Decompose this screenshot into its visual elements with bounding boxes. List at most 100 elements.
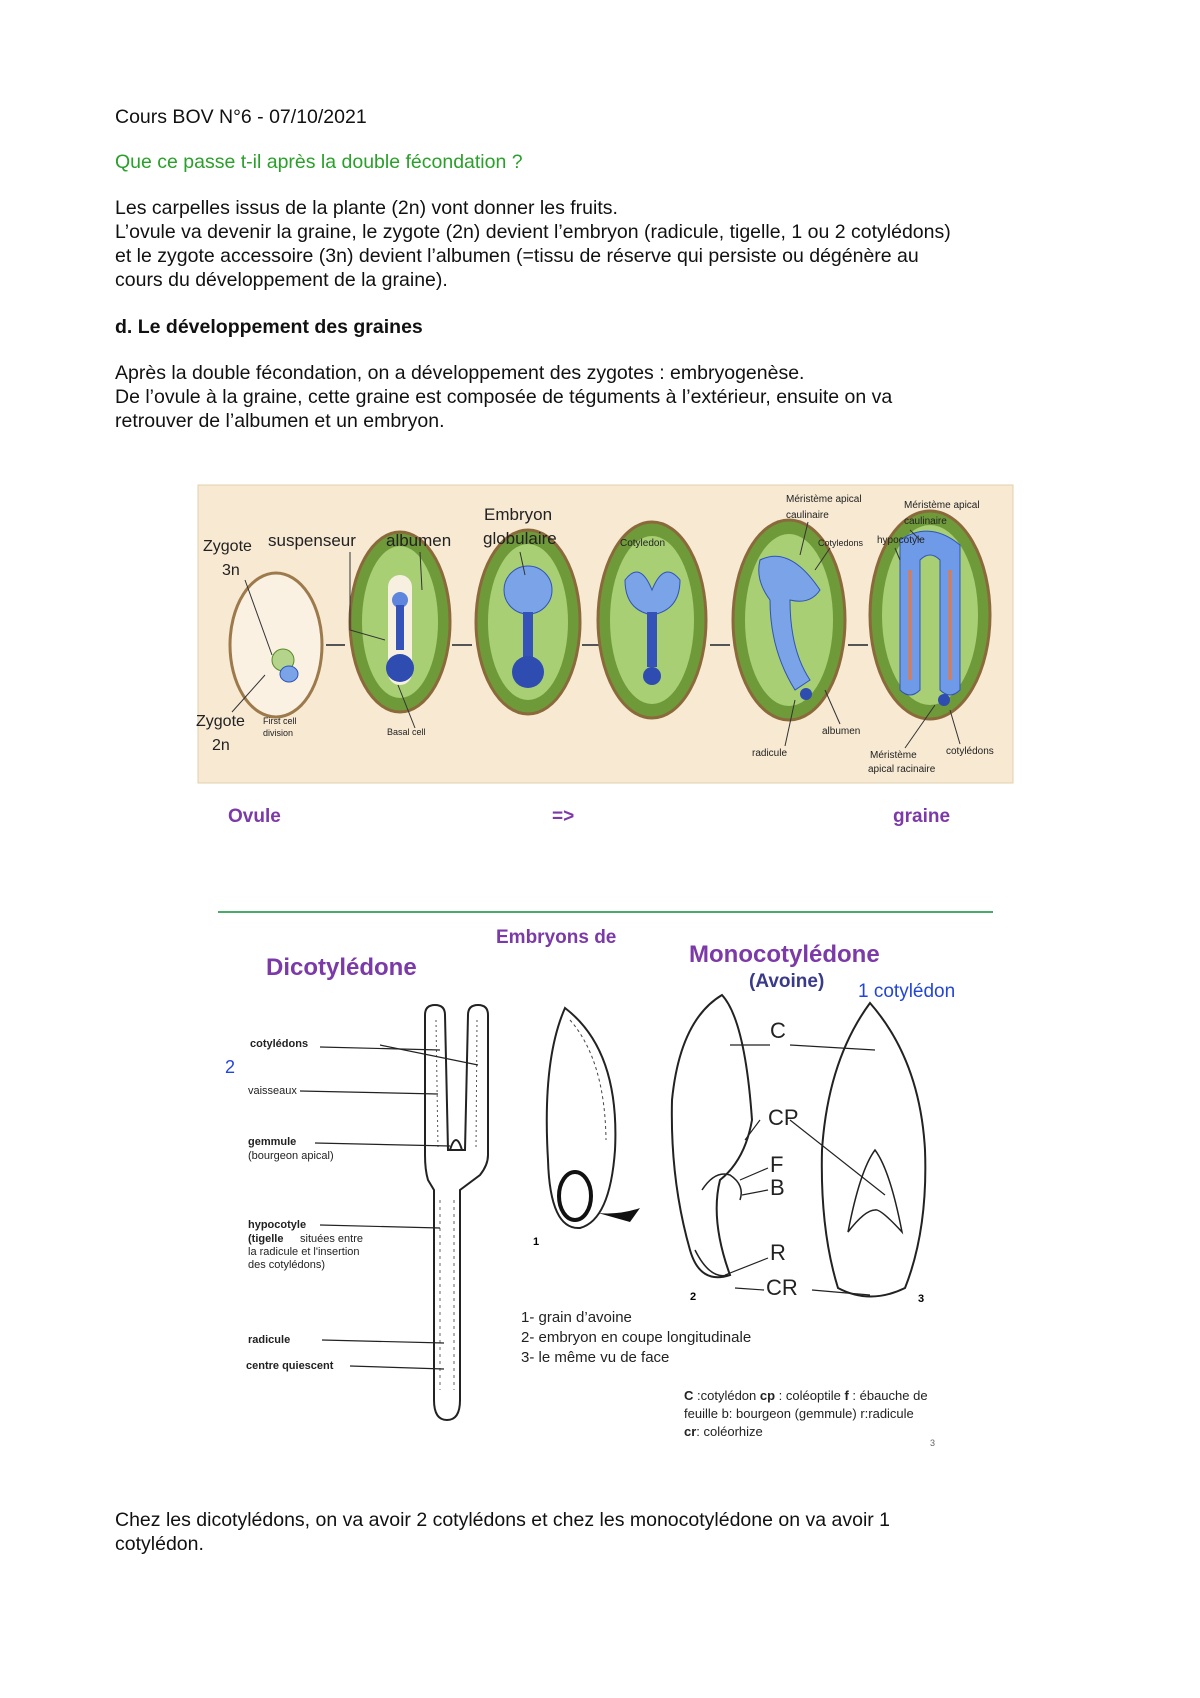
section-line-2: De l’ovule à la graine, cette graine est… (115, 386, 893, 408)
basal-cell (938, 694, 950, 706)
label-tigelle-c: des cotylédons) (248, 1259, 325, 1271)
label-zygote-3n-a: Zygote (203, 538, 252, 555)
abbrev-c: C (684, 1388, 694, 1403)
caption-arrow: => (552, 806, 574, 827)
label-cotyledons: cotylédons (250, 1038, 308, 1050)
zygote-cell (279, 665, 299, 683)
basal-cell (512, 656, 544, 688)
abbrev-line-3: cr: coléorhize (684, 1424, 763, 1439)
oat-section (670, 993, 754, 1279)
grain-arrow (598, 1208, 640, 1222)
oat-grain (545, 1006, 617, 1230)
dicot-embryo-outline (424, 1003, 489, 1422)
oat-front-view (820, 1001, 927, 1298)
label-first-cell-a: First cell (263, 716, 297, 726)
embryogenesis-figure: Zygote 3n suspenseur albumen Embryon glo… (196, 484, 1014, 827)
label-meristeme-caul-2-b: caulinaire (904, 516, 947, 527)
label-zygote-2n-a: Zygote (196, 713, 245, 730)
section-heading: d. Le développement des graines (115, 316, 423, 338)
figure-page-number: 3 (930, 1438, 935, 1448)
label-meristeme-rac-b: apical racinaire (868, 764, 936, 775)
label-c: C (770, 1018, 786, 1043)
basal-cell (386, 654, 414, 682)
abbrev-cr: cr (684, 1424, 696, 1439)
abbrev-f: f (844, 1388, 849, 1403)
coleoptile-shape (847, 1148, 904, 1235)
title-dicotyledone: Dicotylédone (266, 954, 417, 981)
label-hypocotyle-2: hypocotyle (248, 1219, 306, 1231)
label-meristeme-caul-2-a: Méristème apical (904, 500, 980, 511)
suspensor (523, 612, 533, 657)
label-cotyledons-2: cotylédons (946, 746, 994, 757)
basal-cell (643, 667, 661, 685)
abbrev-c-def: :cotylédon (693, 1388, 760, 1403)
seed-stage-1 (228, 571, 324, 719)
question: Que ce passe t-il après la double fécond… (115, 151, 523, 173)
intro-line-2: L’ovule va devenir la graine, le zygote … (115, 221, 951, 243)
label-gemmule-sub: (bourgeon apical) (248, 1150, 334, 1162)
grain-texture (569, 1019, 607, 1141)
label-f: F (770, 1152, 783, 1177)
basal-cell (800, 688, 812, 700)
heart-embryo (624, 571, 681, 616)
label-cp: CP (768, 1105, 799, 1130)
label-one-cotyledon: 1 cotylédon (858, 981, 955, 1002)
label-embryon-b: globulaire (483, 529, 557, 548)
label-meristeme-caul-1-a: Méristème apical (786, 494, 862, 505)
abbrev-cr-def: : coléorhize (696, 1424, 762, 1439)
suspensor (396, 605, 404, 650)
label-first-cell-b: division (263, 728, 293, 738)
label-albumen-2: albumen (822, 726, 860, 737)
label-num-1: 1 (533, 1236, 539, 1248)
leaf-primordia (701, 1173, 742, 1201)
label-cotyledon: Cotyledon (620, 538, 665, 549)
mature-embryo (899, 530, 961, 696)
label-embryon-a: Embryon (484, 505, 552, 524)
label-radicule-2: radicule (248, 1334, 290, 1346)
intro-line-1: Les carpelles issus de la plante (2n) vo… (115, 197, 618, 219)
abbrev-cp: cp (760, 1388, 775, 1403)
label-num-3: 3 (918, 1293, 924, 1305)
label-radicule: radicule (752, 748, 787, 759)
label-tigelle-a: situées entre (300, 1233, 363, 1245)
intro-line-4: cours du développement de la graine). (115, 269, 448, 291)
caption-graine: graine (893, 806, 950, 827)
gemmule-shape (449, 1139, 463, 1151)
title-monocotyledone: Monocotylédone (689, 941, 880, 968)
label-tigelle-b: la radicule et l'insertion (248, 1246, 360, 1258)
label-meristeme-rac-a: Méristème (870, 750, 917, 761)
label-albumen: albumen (386, 531, 451, 550)
embryo-comparison-figure: Embryons de Dicotylédone Monocotylédone … (218, 911, 993, 1448)
legend-2: 2- embryon en coupe longitudinale (521, 1329, 751, 1346)
suspensor (647, 612, 657, 667)
label-two: 2 (225, 1057, 235, 1077)
label-hypocotyle: hypocotyle (877, 535, 925, 546)
label-num-2: 2 (690, 1291, 696, 1303)
title-avoine: (Avoine) (749, 971, 824, 992)
section-line-1: Après la double fécondation, on a dévelo… (115, 362, 805, 384)
radicle-shape (694, 1249, 729, 1277)
label-centre-quiescent: centre quiescent (246, 1360, 334, 1372)
label-cr: CR (766, 1275, 798, 1300)
legend-3: 3- le même vu de face (521, 1349, 669, 1366)
label-tigelle-bold: (tigelle (248, 1233, 283, 1245)
abbrev-line-2: feuille b: bourgeon (gemmule) r:radicule (684, 1406, 914, 1421)
intro-line-3: et le zygote accessoire (3n) devient l’a… (115, 245, 919, 267)
embryo-cell (392, 592, 408, 608)
label-meristeme-caul-1-b: caulinaire (786, 510, 829, 521)
section-line-3: retrouver de l’albumen et un embryon. (115, 410, 445, 432)
label-r: R (770, 1240, 786, 1265)
label-gemmule: gemmule (248, 1136, 296, 1148)
label-zygote-2n-b: 2n (212, 737, 230, 754)
title-embryons-de: Embryons de (496, 927, 616, 948)
abbrev-f-def: : ébauche de (849, 1388, 928, 1403)
legend-1: 1- grain d’avoine (521, 1309, 632, 1326)
label-vaisseaux: vaisseaux (248, 1085, 297, 1097)
torpedo-embryo (758, 555, 821, 691)
conclusion-line-1: Chez les dicotylédons, on va avoir 2 cot… (115, 1509, 891, 1531)
abbrev-line-1: C :cotylédon cp : coléoptile f : ébauche… (684, 1388, 928, 1403)
label-b: B (770, 1175, 785, 1200)
abbrev-cp-def: : coléoptile (775, 1388, 844, 1403)
page-title: Cours BOV N°6 - 07/10/2021 (115, 106, 367, 128)
label-suspenseur: suspenseur (268, 531, 356, 550)
